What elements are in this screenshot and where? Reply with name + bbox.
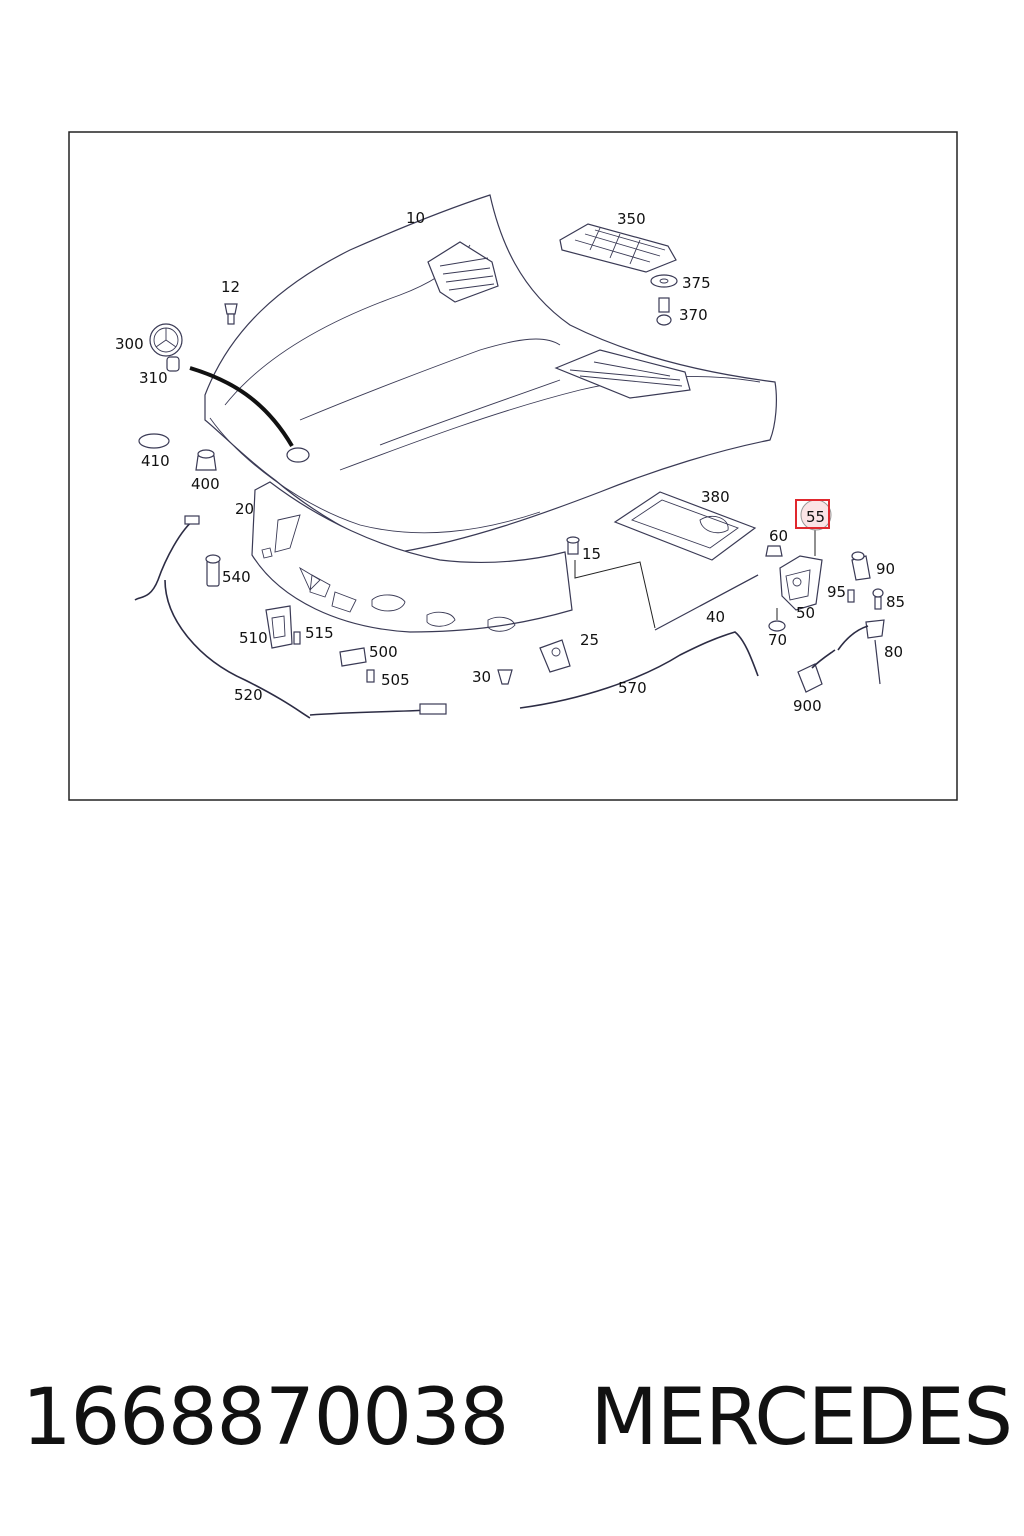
callout-400: 400 bbox=[191, 475, 220, 493]
callout-50: 50 bbox=[796, 604, 815, 622]
callout-55: 55 bbox=[806, 508, 825, 526]
hood-liner bbox=[251, 481, 573, 633]
callout-500: 500 bbox=[369, 643, 398, 661]
callout-375: 375 bbox=[682, 274, 711, 292]
clip-12 bbox=[224, 303, 238, 325]
callout-520: 520 bbox=[234, 686, 263, 704]
bracket-500 bbox=[339, 647, 367, 667]
callout-310: 310 bbox=[139, 369, 168, 387]
bumper-400 bbox=[195, 449, 217, 471]
hood-latch-50 bbox=[779, 555, 823, 611]
gas-strut-40 bbox=[654, 574, 759, 631]
screw-515 bbox=[293, 631, 301, 645]
release-cable-570 bbox=[519, 631, 759, 709]
callout-350: 350 bbox=[617, 210, 646, 228]
callout-540: 540 bbox=[222, 568, 251, 586]
callout-300: 300 bbox=[115, 335, 144, 353]
part-caption: 1668870038 MERCEDES bbox=[22, 1368, 1013, 1468]
sensor-900 bbox=[797, 663, 823, 693]
callout-85: 85 bbox=[886, 593, 905, 611]
insulation-380 bbox=[613, 491, 757, 561]
callout-570: 570 bbox=[618, 679, 647, 697]
callout-80: 80 bbox=[884, 643, 903, 661]
clip-15 bbox=[566, 536, 580, 555]
callout-40: 40 bbox=[706, 608, 725, 626]
screw-505 bbox=[366, 669, 375, 683]
callout-60: 60 bbox=[769, 527, 788, 545]
callout-380: 380 bbox=[701, 488, 730, 506]
callout-10: 10 bbox=[406, 209, 425, 227]
hood-panel bbox=[204, 194, 777, 553]
part-number: 1668870038 bbox=[22, 1373, 509, 1463]
bolt-85 bbox=[872, 588, 884, 610]
callout-95: 95 bbox=[827, 583, 846, 601]
screw-60 bbox=[765, 545, 783, 557]
highlight-55 bbox=[795, 499, 832, 531]
callout-25: 25 bbox=[580, 631, 599, 649]
callout-510: 510 bbox=[239, 629, 268, 647]
washer-375 bbox=[650, 274, 678, 288]
air-vent-insert bbox=[559, 223, 677, 273]
callout-15: 15 bbox=[582, 545, 601, 563]
callout-90: 90 bbox=[876, 560, 895, 578]
brand-name: MERCEDES bbox=[590, 1373, 1013, 1463]
seal-410 bbox=[138, 433, 170, 449]
bolt-95 bbox=[847, 589, 855, 603]
callout-515: 515 bbox=[305, 624, 334, 642]
striker-80 bbox=[865, 619, 885, 685]
bracket-510 bbox=[265, 605, 293, 649]
grommet-310 bbox=[166, 356, 180, 372]
cable-520 bbox=[134, 515, 447, 719]
emblem-mount-arrow bbox=[189, 366, 294, 448]
callout-505: 505 bbox=[381, 671, 410, 689]
screw-370 bbox=[656, 297, 672, 326]
star-emblem-300 bbox=[149, 323, 183, 357]
release-handle-25 bbox=[539, 639, 571, 673]
callout-410: 410 bbox=[141, 452, 170, 470]
callout-900: 900 bbox=[793, 697, 822, 715]
callout-370: 370 bbox=[679, 306, 708, 324]
callout-20: 20 bbox=[235, 500, 254, 518]
lock-part-90 bbox=[851, 551, 871, 581]
clip-30 bbox=[497, 669, 513, 685]
nut-70 bbox=[768, 620, 786, 632]
callout-70: 70 bbox=[768, 631, 787, 649]
clip-540 bbox=[205, 554, 221, 587]
callout-12: 12 bbox=[221, 278, 240, 296]
callout-30: 30 bbox=[472, 668, 491, 686]
callout-labels: 10 350 375 370 12 300 310 410 400 20 380… bbox=[115, 209, 905, 715]
